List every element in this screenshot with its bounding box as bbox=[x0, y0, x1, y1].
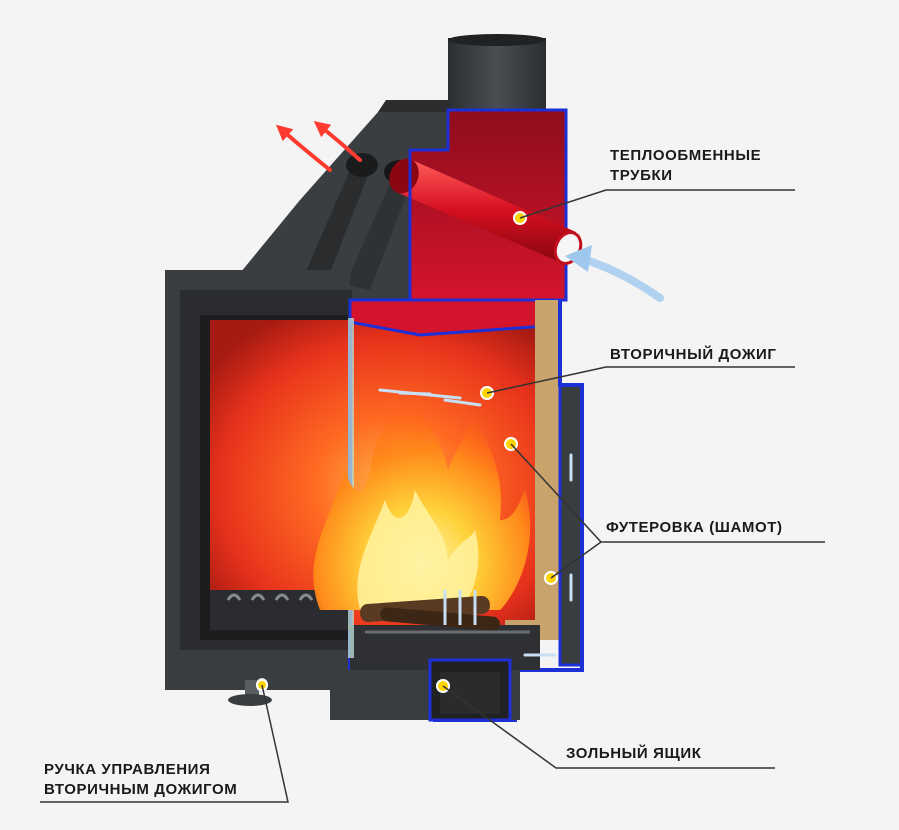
fireclay-lining bbox=[535, 300, 560, 640]
leader-secondary-burn bbox=[486, 366, 795, 394]
label-handle-line1: РУЧКА УПРАВЛЕНИЯ bbox=[44, 761, 211, 778]
flames bbox=[313, 380, 531, 610]
secondary-air-arrows bbox=[378, 388, 482, 407]
label-ash-box: ЗОЛЬНЫЙ ЯЩИК bbox=[566, 745, 702, 762]
leader-heat-tubes bbox=[519, 189, 795, 219]
label-heat-tubes-line1: ТЕПЛООБМЕННЫЕ bbox=[610, 147, 762, 164]
leader-handle bbox=[40, 684, 289, 803]
rear-channel bbox=[558, 383, 584, 667]
label-heat-tubes-line2: ТРУБКИ bbox=[610, 167, 673, 184]
convection-arrows bbox=[523, 453, 573, 657]
chimney bbox=[448, 38, 546, 110]
leader-lines bbox=[40, 189, 825, 803]
leader-lining-b bbox=[550, 541, 825, 579]
label-lining: ФУТЕРОВКА (ШАМОТ) bbox=[606, 519, 783, 536]
leader-ash-box bbox=[442, 685, 775, 769]
handle-knob bbox=[228, 694, 272, 706]
hot-air-arrows bbox=[275, 121, 362, 172]
chimney-rim bbox=[448, 34, 546, 46]
hood-top bbox=[378, 100, 452, 112]
primary-air-arrows bbox=[443, 590, 477, 625]
logs bbox=[360, 596, 500, 631]
label-secondary-burn: ВТОРИЧНЫЙ ДОЖИГ bbox=[610, 346, 777, 363]
handle-stem bbox=[245, 680, 259, 698]
leader-lining-a bbox=[510, 443, 602, 543]
cold-air-arrow bbox=[565, 245, 664, 302]
label-handle-line2: ВТОРИЧНЫМ ДОЖИГОМ bbox=[44, 781, 238, 798]
